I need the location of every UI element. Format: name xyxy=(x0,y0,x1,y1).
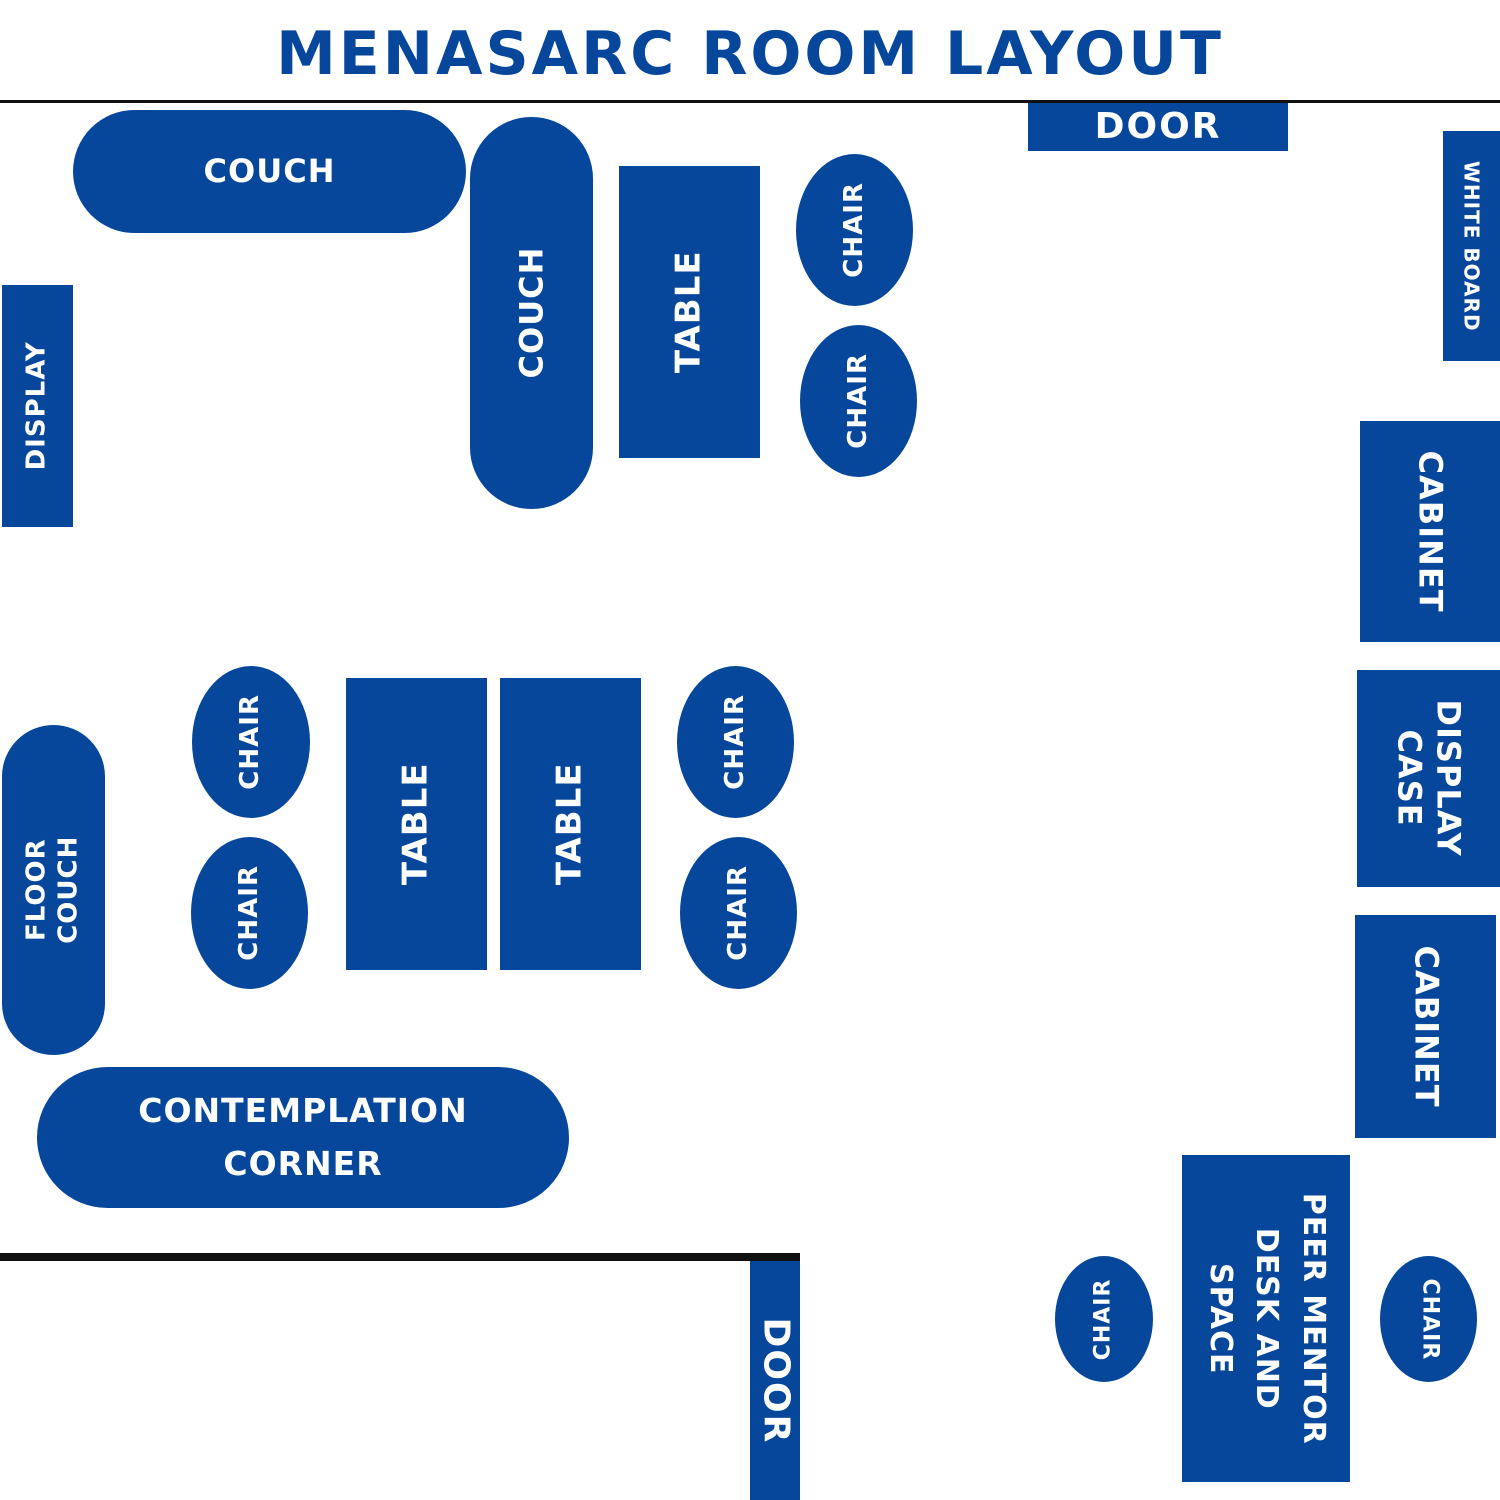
bottom-wall xyxy=(0,1253,800,1261)
chair-mid-right-2[interactable]: CHAIR xyxy=(680,837,797,989)
chair-desk-right-label: CHAIR xyxy=(1416,1278,1442,1360)
display[interactable]: DISPLAY xyxy=(2,285,73,527)
peer-mentor-desk[interactable]: PEER MENTOR DESK AND SPACE xyxy=(1182,1155,1350,1482)
door-top-label: DOOR xyxy=(1094,106,1222,148)
chair-mid-right-2-label: CHAIR xyxy=(722,865,753,961)
top-wall xyxy=(0,100,1500,103)
table-mid-1[interactable]: TABLE xyxy=(346,678,487,970)
chair-top-1[interactable]: CHAIR xyxy=(796,154,913,306)
chair-left-1[interactable]: CHAIR xyxy=(192,666,310,818)
cabinet-2[interactable]: CABINET xyxy=(1355,915,1496,1138)
chair-mid-right-1-label: CHAIR xyxy=(719,694,750,790)
white-board[interactable]: WHITE BOARD xyxy=(1443,131,1500,361)
contemplation-corner[interactable]: CONTEMPLATION CORNER xyxy=(37,1067,569,1208)
floor-couch-label: FLOOR COUCH xyxy=(21,835,84,945)
white-board-label: WHITE BOARD xyxy=(1459,160,1484,332)
chair-top-2-label: CHAIR xyxy=(842,353,873,449)
chair-mid-right-1[interactable]: CHAIR xyxy=(677,666,794,818)
display-case[interactable]: DISPLAY CASE xyxy=(1357,670,1500,887)
chair-desk-left-label: CHAIR xyxy=(1090,1278,1116,1360)
peer-mentor-desk-label: PEER MENTOR DESK AND SPACE xyxy=(1202,1192,1331,1445)
chair-left-1-label: CHAIR xyxy=(235,694,266,790)
display-case-label: DISPLAY CASE xyxy=(1390,699,1468,858)
table-mid-1-label: TABLE xyxy=(395,762,436,886)
cabinet-1-label: CABINET xyxy=(1411,450,1450,613)
chair-left-2-label: CHAIR xyxy=(233,865,264,961)
door-top[interactable]: DOOR xyxy=(1028,103,1288,151)
couch-top-label: COUCH xyxy=(203,151,336,190)
table-top[interactable]: TABLE xyxy=(619,166,760,458)
floor-couch[interactable]: FLOOR COUCH xyxy=(2,725,105,1055)
couch-top[interactable]: COUCH xyxy=(73,110,466,233)
cabinet-1[interactable]: CABINET xyxy=(1360,421,1500,642)
table-mid-2[interactable]: TABLE xyxy=(500,678,641,970)
cabinet-2-label: CABINET xyxy=(1407,945,1446,1108)
display-label: DISPLAY xyxy=(21,341,52,471)
table-mid-2-label: TABLE xyxy=(549,762,590,886)
door-bottom[interactable]: DOOR xyxy=(750,1261,800,1500)
contemplation-corner-label: CONTEMPLATION CORNER xyxy=(138,1090,468,1183)
page-title: MENASARC ROOM LAYOUT xyxy=(276,19,1224,89)
chair-left-2[interactable]: CHAIR xyxy=(191,837,308,989)
chair-desk-left[interactable]: CHAIR xyxy=(1055,1256,1153,1382)
chair-top-2[interactable]: CHAIR xyxy=(800,325,917,477)
couch-vertical-label: COUCH xyxy=(511,247,550,379)
chair-desk-right[interactable]: CHAIR xyxy=(1380,1256,1477,1382)
couch-vertical[interactable]: COUCH xyxy=(470,117,593,509)
door-bottom-label: DOOR xyxy=(754,1317,796,1444)
chair-top-1-label: CHAIR xyxy=(838,182,869,278)
table-top-label: TABLE xyxy=(668,250,709,374)
